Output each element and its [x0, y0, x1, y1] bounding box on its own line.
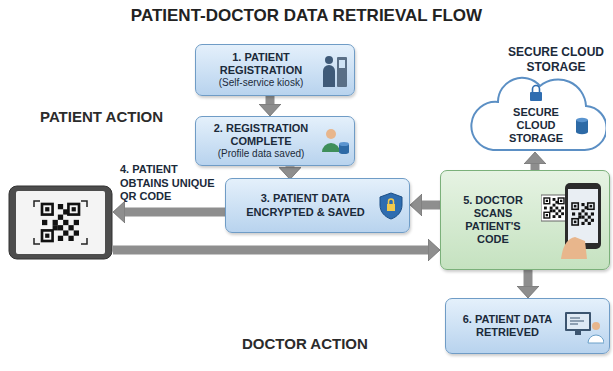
tablet-qr-outline	[8, 185, 113, 260]
diagram-title: PATIENT-DOCTOR DATA RETRIEVAL FLOW	[0, 6, 613, 26]
node-text: 6. PATIENT DATA RETRIEVED	[454, 313, 561, 339]
node-text: SECURE CLOUD STORAGE	[496, 106, 576, 146]
node-text: 5. DOCTOR SCANS PATIENT'S CODE	[449, 194, 537, 247]
node-heading: SECURE CLOUD STORAGE	[508, 45, 604, 74]
icon	[564, 310, 604, 344]
process-box: 6. PATIENT DATA RETRIEVED	[445, 298, 610, 354]
flow-arrow	[113, 246, 428, 255]
section-label: DOCTOR ACTION	[242, 335, 368, 352]
node-text: 3. PATIENT DATA ENCRYPTED & SAVED	[236, 192, 375, 218]
tablet-qr: 4. PATIENT OBTAINS UNIQUE QR CODE	[8, 185, 113, 260]
section-label: PATIENT ACTION	[40, 108, 163, 125]
icon	[320, 126, 350, 156]
icon	[541, 181, 605, 261]
flow-arrow	[125, 208, 225, 217]
cloud-storage: SECURE CLOUD STORAGESECURE CLOUD STORAGE	[468, 76, 606, 152]
icon	[321, 53, 349, 89]
flow-arrow	[524, 270, 533, 286]
flow-arrow	[286, 166, 295, 167]
node-heading: 4. PATIENT OBTAINS UNIQUE QR CODE	[120, 163, 220, 203]
process-box: 5. DOCTOR SCANS PATIENT'S CODE	[440, 170, 610, 270]
node-text: (Profile data saved)	[218, 148, 305, 160]
flow-arrow	[266, 96, 275, 104]
icon	[379, 192, 403, 220]
process-box: 3. PATIENT DATA ENCRYPTED & SAVED	[225, 178, 410, 233]
node-text: 2. REGISTRATION COMPLETE	[204, 122, 318, 148]
process-box: 2. REGISTRATION COMPLETE(Profile data sa…	[195, 116, 355, 166]
flow-arrow	[422, 201, 440, 210]
process-box: 1. PATIENT REGISTRATION(Self-service kio…	[195, 44, 355, 96]
node-text: (Self-service kiosk)	[219, 77, 303, 89]
node-text: 1. PATIENT REGISTRATION	[204, 51, 318, 77]
